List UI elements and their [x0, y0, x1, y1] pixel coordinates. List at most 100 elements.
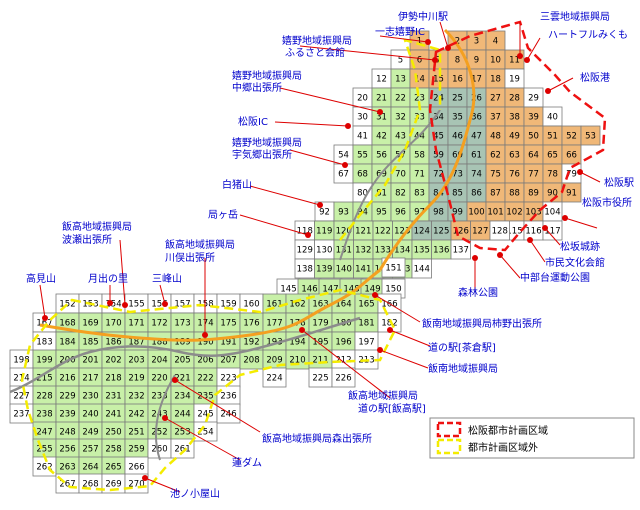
map-tile[interactable]: 204: [147, 349, 172, 370]
map-tile[interactable]: 253: [170, 421, 195, 442]
map-tile[interactable]: 202: [101, 349, 126, 370]
map-tile[interactable]: 10: [485, 49, 506, 70]
map-tile[interactable]: 181: [354, 312, 379, 333]
map-tile[interactable]: 75: [485, 163, 506, 184]
map-tile[interactable]: 261: [170, 438, 195, 459]
map-tile[interactable]: 265: [101, 456, 126, 477]
map-tile[interactable]: 11: [504, 49, 525, 70]
map-tile[interactable]: 171: [124, 312, 149, 333]
map-tile[interactable]: 227: [9, 385, 34, 406]
map-tile[interactable]: 259: [124, 438, 149, 459]
map-tile[interactable]: 254: [193, 421, 218, 442]
map-tile[interactable]: 216: [55, 367, 80, 388]
map-tile[interactable]: 88: [504, 182, 525, 203]
map-tile[interactable]: 187: [124, 331, 149, 352]
map-tile[interactable]: 117: [542, 220, 563, 241]
map-tile[interactable]: 121: [353, 220, 374, 241]
map-tile[interactable]: 258: [101, 438, 126, 459]
map-tile[interactable]: 21: [371, 87, 392, 108]
map-tile[interactable]: 96: [390, 201, 411, 222]
map-tile[interactable]: 37: [485, 106, 506, 127]
map-tile[interactable]: 76: [504, 163, 525, 184]
map-tile[interactable]: 183: [32, 331, 57, 352]
map-tile[interactable]: 139: [314, 258, 335, 279]
map-tile[interactable]: 5: [390, 49, 411, 70]
map-tile[interactable]: 264: [78, 456, 103, 477]
map-tile[interactable]: 138: [294, 258, 315, 279]
map-tile[interactable]: 50: [523, 125, 544, 146]
map-tile[interactable]: 191: [216, 331, 241, 352]
map-tile[interactable]: 248: [55, 421, 80, 442]
map-tile[interactable]: 55: [352, 144, 373, 165]
map-tile[interactable]: 54: [333, 144, 354, 165]
map-tile[interactable]: 263: [55, 456, 80, 477]
map-tile[interactable]: 217: [78, 367, 103, 388]
map-tile[interactable]: 197: [354, 331, 379, 352]
map-tile[interactable]: 51: [542, 125, 563, 146]
map-tile[interactable]: 224: [262, 367, 287, 388]
map-tile[interactable]: 118: [294, 220, 315, 241]
map-tile[interactable]: 152: [55, 293, 80, 314]
map-tile[interactable]: 132: [353, 239, 374, 260]
map-tile[interactable]: 129: [294, 239, 315, 260]
map-tile[interactable]: 85: [447, 182, 468, 203]
map-tile[interactable]: 39: [523, 106, 544, 127]
map-tile[interactable]: 14: [409, 68, 430, 89]
map-tile[interactable]: 195: [308, 331, 333, 352]
map-tile[interactable]: 249: [78, 421, 103, 442]
map-tile[interactable]: 130: [314, 239, 335, 260]
map-tile[interactable]: 12: [371, 68, 392, 89]
map-tile[interactable]: 22: [390, 87, 411, 108]
map-tile[interactable]: 140: [333, 258, 354, 279]
map-tile[interactable]: 80: [352, 182, 373, 203]
map-tile[interactable]: 218: [101, 367, 126, 388]
map-tile[interactable]: 210: [285, 349, 310, 370]
map-tile[interactable]: 266: [124, 456, 149, 477]
map-tile[interactable]: 68: [352, 163, 373, 184]
map-tile[interactable]: 81: [371, 182, 392, 203]
map-tile[interactable]: 135: [411, 239, 432, 260]
map-tile[interactable]: 25: [447, 87, 468, 108]
map-tile[interactable]: 228: [32, 385, 57, 406]
map-tile[interactable]: 40: [542, 106, 563, 127]
map-tile[interactable]: 141: [353, 258, 374, 279]
map-tile[interactable]: 222: [193, 367, 218, 388]
map-tile[interactable]: 237: [9, 403, 34, 424]
map-tile[interactable]: 252: [147, 421, 172, 442]
map-tile[interactable]: 134: [392, 239, 413, 260]
map-tile[interactable]: 49: [504, 125, 525, 146]
map-tile[interactable]: 78: [542, 163, 563, 184]
map-tile[interactable]: 77: [523, 163, 544, 184]
map-tile[interactable]: 127: [470, 220, 491, 241]
map-tile[interactable]: 211: [308, 349, 333, 370]
map-tile[interactable]: 61: [466, 144, 487, 165]
map-tile[interactable]: 137: [450, 239, 471, 260]
map-tile[interactable]: 229: [55, 385, 80, 406]
map-tile[interactable]: 63: [504, 144, 525, 165]
map-tile[interactable]: 196: [331, 331, 356, 352]
map-tile[interactable]: 89: [523, 182, 544, 203]
map-tile[interactable]: 125: [431, 220, 452, 241]
map-tile[interactable]: 225: [308, 367, 333, 388]
map-tile[interactable]: 199: [32, 349, 57, 370]
map-tile[interactable]: 45: [428, 125, 449, 146]
map-tile[interactable]: 29: [523, 87, 544, 108]
map-tile[interactable]: 124: [411, 220, 432, 241]
map-tile[interactable]: 38: [504, 106, 525, 127]
map-tile[interactable]: 240: [78, 403, 103, 424]
map-tile[interactable]: 16: [447, 68, 468, 89]
map-tile[interactable]: 169: [78, 312, 103, 333]
map-tile[interactable]: 239: [55, 403, 80, 424]
map-tile[interactable]: 70: [390, 163, 411, 184]
map-tile[interactable]: 100: [466, 201, 487, 222]
map-tile[interactable]: 58: [409, 144, 430, 165]
map-tile[interactable]: 41: [352, 125, 373, 146]
map-tile[interactable]: 175: [216, 312, 241, 333]
map-tile[interactable]: 257: [78, 438, 103, 459]
map-tile[interactable]: 74: [466, 163, 487, 184]
map-tile[interactable]: 18: [485, 68, 506, 89]
map-tile[interactable]: 4: [485, 30, 506, 51]
map-tile[interactable]: 19: [504, 68, 525, 89]
map-tile[interactable]: 126: [450, 220, 471, 241]
map-tile[interactable]: 116: [523, 220, 544, 241]
